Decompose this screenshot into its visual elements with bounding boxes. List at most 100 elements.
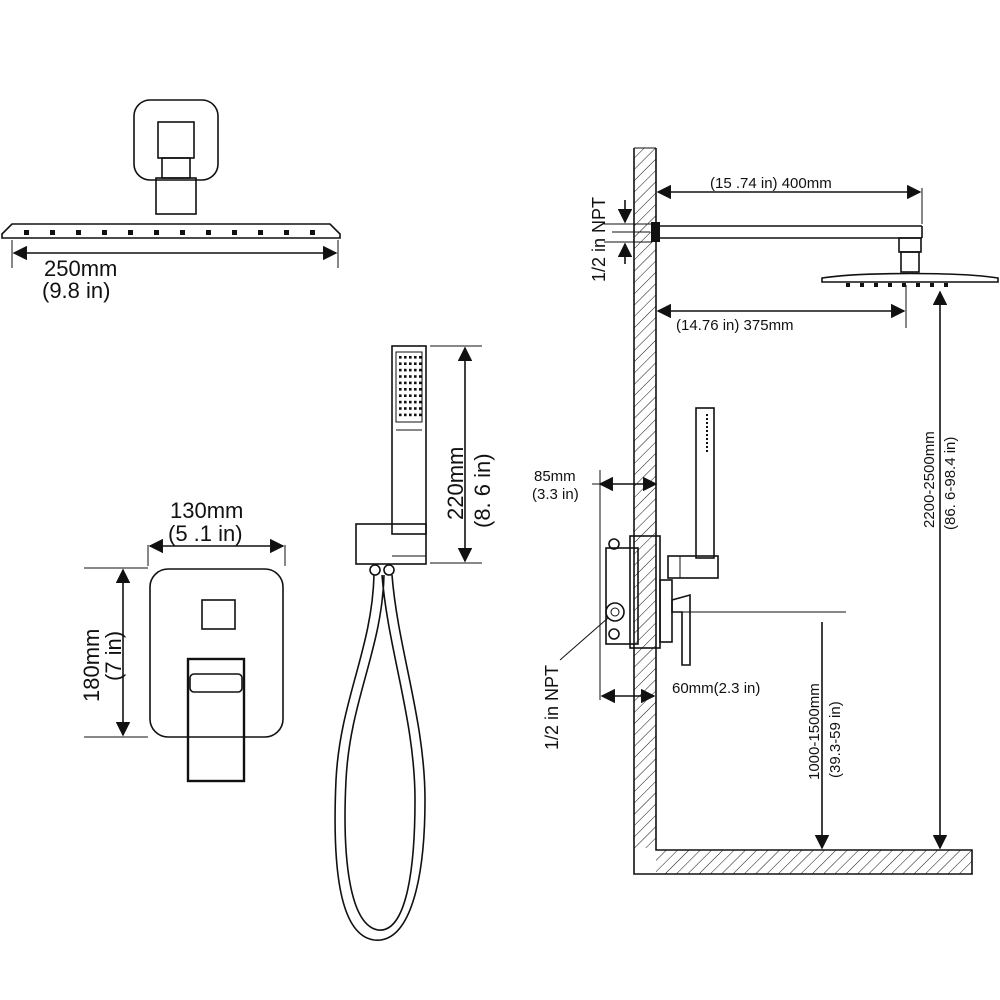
spray-dot [404,400,407,404]
handset-holder [355,523,427,565]
head-height-mm: 2200-2500mm [921,431,938,528]
handset-holder-side [667,555,719,579]
valve-trim-side [659,579,673,643]
spray-dot [409,394,412,397]
spray-dot [409,407,412,410]
handset-spray-face [395,351,423,423]
spray-dot [414,368,417,372]
spray-dot [399,362,402,365]
shower-head-nozzles [24,230,315,235]
handset-side-dot [706,438,708,440]
spray-dot [409,400,412,404]
spray-dot [414,362,417,365]
installation-side-view: (15 .74 in) 400mm 1/2 in NPT (14.76 in) … [532,147,999,875]
valve-inlet-top [608,538,620,550]
valve-body [605,547,639,645]
shower-head-side-nozzles [846,283,948,287]
spray-dot [414,388,417,391]
npt-top-label: 1/2 in NPT [589,197,609,282]
handset-side-dot [706,426,708,428]
shower-hose [334,574,426,941]
trim-width-in: (5 .1 in) [168,521,243,546]
spray-dot [399,381,402,385]
valve-depth-label: 60mm(2.3 in) [672,680,760,697]
spray-dot [399,407,402,410]
npt-inlet [605,602,625,622]
spray-dot [414,375,417,378]
hose-connector-right [383,564,395,576]
head-nozzle [232,230,237,235]
spray-dot [419,407,422,410]
head-nozzle [128,230,133,235]
spray-dot [404,362,407,365]
head-nozzle [180,230,185,235]
side-nozzle [860,283,864,287]
valve-handle-side [671,593,691,666]
spray-dot [404,388,407,391]
spray-dot [414,413,417,417]
handset-side-dot [706,422,708,424]
spray-dot [414,407,417,410]
hand-shower-view: 220mm (8. 6 in) [334,345,495,941]
spray-dot [414,400,417,404]
spray-dot [399,394,402,397]
spray-dot [419,375,422,378]
side-nozzle [944,283,948,287]
handset-body [391,345,427,535]
handset-side [695,407,715,559]
handset-side-nozzles [706,414,708,452]
head-width-in: (9.8 in) [42,278,110,303]
arm-neck [161,157,191,179]
handset-side-dot [706,414,708,416]
spray-dot [399,356,402,359]
spray-dot [404,356,407,359]
valve-handle [186,657,246,783]
side-nozzle [930,283,934,287]
trim-height-mm: 180mm [79,629,104,702]
shower-head-view: 250mm (9.8 in) [1,99,341,303]
hose-connector-left [369,564,381,576]
handset-side-dot [706,442,708,444]
trim-height-in: (7 in) [101,631,126,681]
spray-dot [399,375,402,378]
side-nozzle [916,283,920,287]
handle-base [189,673,243,693]
head-nozzle [76,230,81,235]
handset-side-dot [706,430,708,432]
trim-width-mm: 130mm [170,498,243,523]
wall-outline [633,148,973,875]
spray-dot [414,394,417,397]
spray-dot [404,375,407,378]
floor-hatch [656,850,972,874]
head-width-mm: 250mm [44,256,117,281]
handset-side-dot [706,446,708,448]
valve-height-mm: 1000-1500mm [806,683,823,780]
spray-dot [414,356,417,359]
spray-dot [419,400,422,404]
spray-dot [414,381,417,385]
arm-ball-joint [900,251,920,273]
shower-head-side [821,272,999,283]
spray-dot [404,381,407,385]
shower-head-plate [1,223,341,239]
spray-dot [409,368,412,372]
swivel-joint [155,177,197,215]
spray-dot [419,362,422,365]
wall-hatch [634,148,656,848]
handset-spray-nozzles [399,356,422,417]
head-nozzle [102,230,107,235]
spray-dot [409,356,412,359]
depth-in: (3.3 in) [532,486,579,503]
side-nozzle [888,283,892,287]
arm-swivel [898,237,922,253]
spray-dot [409,362,412,365]
handset-side-dot [706,418,708,420]
spray-dot [409,413,412,417]
head-nozzle [206,230,211,235]
handset-height-in: (8. 6 in) [470,453,495,528]
spray-dot [419,381,422,385]
spray-dot [404,407,407,410]
depth-mm: 85mm [534,468,576,485]
spray-dot [409,381,412,385]
